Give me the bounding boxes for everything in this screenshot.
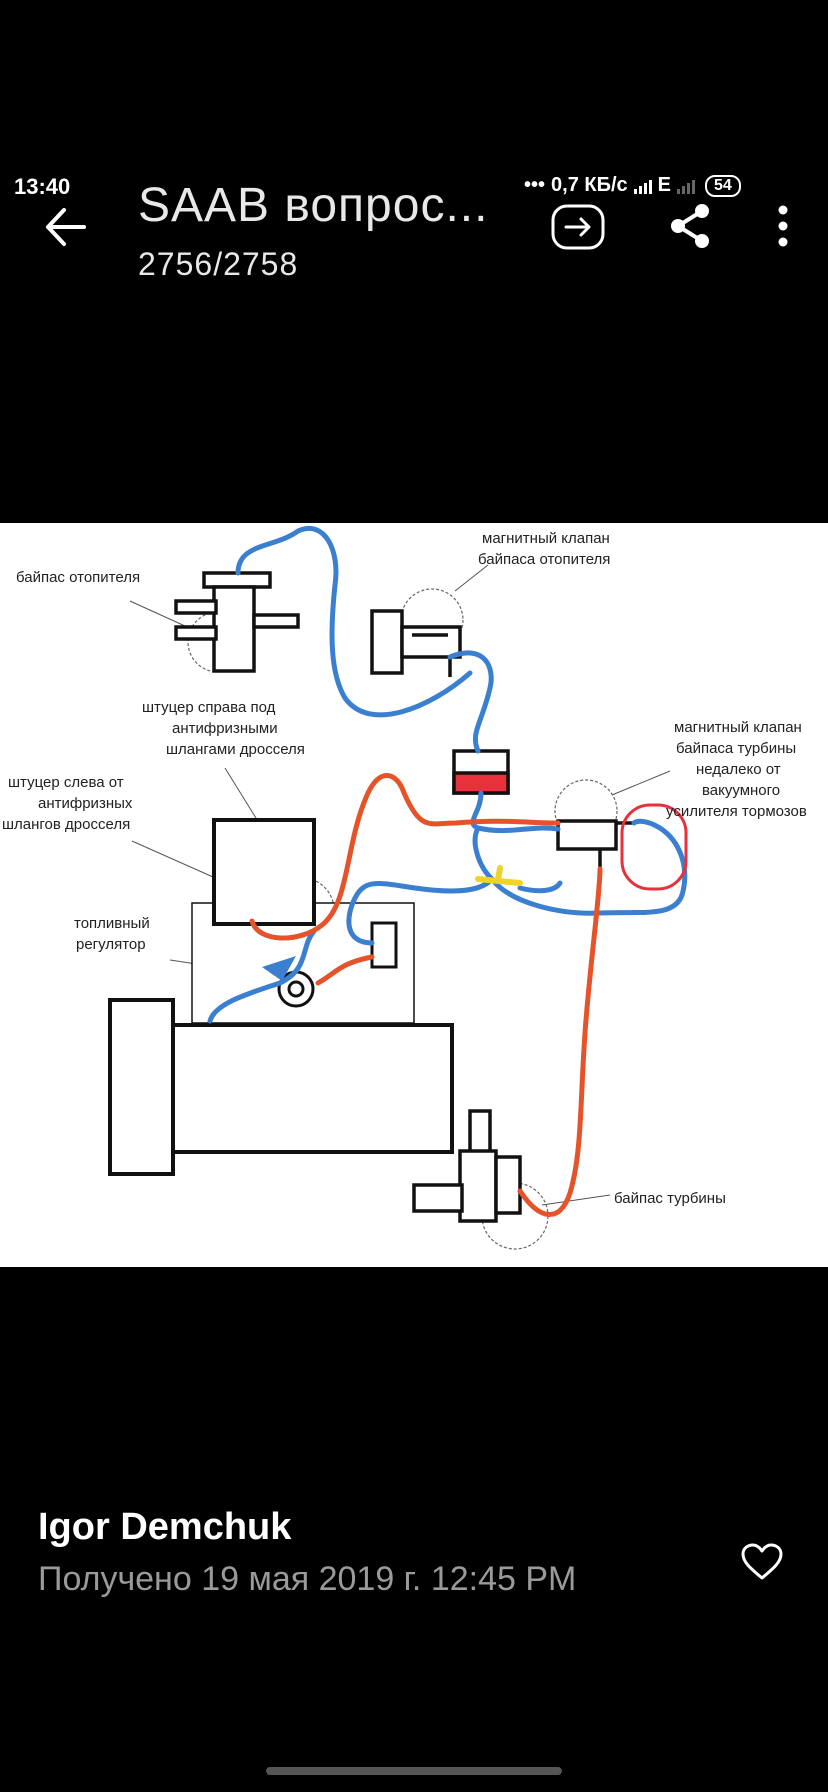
received-timestamp: Получено 19 мая 2019 г. 12:45 PM: [38, 1560, 577, 1598]
diagram-image[interactable]: байпас отопителя магнитный клапан байпас…: [0, 523, 828, 1267]
home-indicator[interactable]: [266, 1767, 562, 1775]
network-speed: 0,7 КБ/с: [551, 174, 628, 196]
engine-block: [170, 1023, 454, 1154]
label-right-fitting-1: штуцер справа под: [142, 699, 276, 716]
label-heater-valve-1: магнитный клапан: [482, 530, 610, 547]
turbo-solenoid-valve: [556, 819, 634, 869]
status-time: 13:40: [14, 174, 71, 199]
label-turbo-valve-3: недалеко от: [696, 761, 781, 778]
label-turbo-valve-2: байпаса турбины: [676, 740, 796, 757]
label-turbo-valve-1: магнитный клапан: [674, 719, 802, 736]
label-right-fitting-2: антифризными: [172, 720, 278, 737]
label-turbo-valve-4: вакуумного: [702, 782, 780, 799]
sender-name: Igor Demchuk: [38, 1506, 292, 1548]
red-highlight-marker: [620, 803, 688, 891]
engine-end: [108, 998, 175, 1176]
label-fuel-reg-2: регулятор: [76, 936, 146, 953]
photo-counter: 2756/2758: [138, 246, 299, 282]
label-heater-valve-2: байпаса отопителя: [478, 551, 610, 568]
network-type: E: [657, 174, 671, 196]
vacuum-reservoir: [452, 749, 510, 795]
blue-arrow: [262, 956, 296, 981]
turbo-valve-circle: [554, 779, 618, 843]
heater-solenoid-valve: [370, 609, 462, 677]
orange-hoses: [249, 773, 603, 1217]
throttle-housing: [212, 818, 316, 926]
more-icon[interactable]: [768, 202, 798, 250]
label-heater-bypass: байпас отопителя: [16, 569, 140, 586]
label-left-fitting-2: антифризных: [38, 795, 133, 812]
label-right-fitting-3: шлангами дросселя: [166, 741, 305, 758]
turbo-bypass-valve: [412, 1109, 522, 1223]
label-turbo-bypass: байпас турбины: [614, 1190, 726, 1207]
notification-dots: •••: [524, 174, 546, 196]
label-left-fitting-3: шлангов дросселя: [2, 816, 130, 833]
forward-icon[interactable]: [551, 204, 605, 250]
battery-icon: 54: [704, 174, 741, 197]
back-arrow-icon[interactable]: [40, 202, 90, 252]
label-fuel-reg-1: топливный: [74, 915, 150, 932]
yellow-tee: [475, 865, 523, 886]
heater-bypass-valve: [174, 571, 300, 673]
heart-outline-icon[interactable]: [740, 1542, 784, 1582]
status-indicators: ••• 0,7 КБ/с E 54: [524, 174, 741, 197]
share-icon[interactable]: [668, 202, 712, 250]
signal-strength-2-icon: [676, 178, 695, 194]
throttle-sensor: [370, 921, 398, 969]
chat-title: SAAB вопрос...: [138, 179, 489, 232]
label-turbo-valve-5: усилителя тормозов: [666, 803, 807, 820]
signal-strength-icon: [633, 178, 652, 194]
label-left-fitting-1: штуцер слева от: [8, 774, 124, 791]
